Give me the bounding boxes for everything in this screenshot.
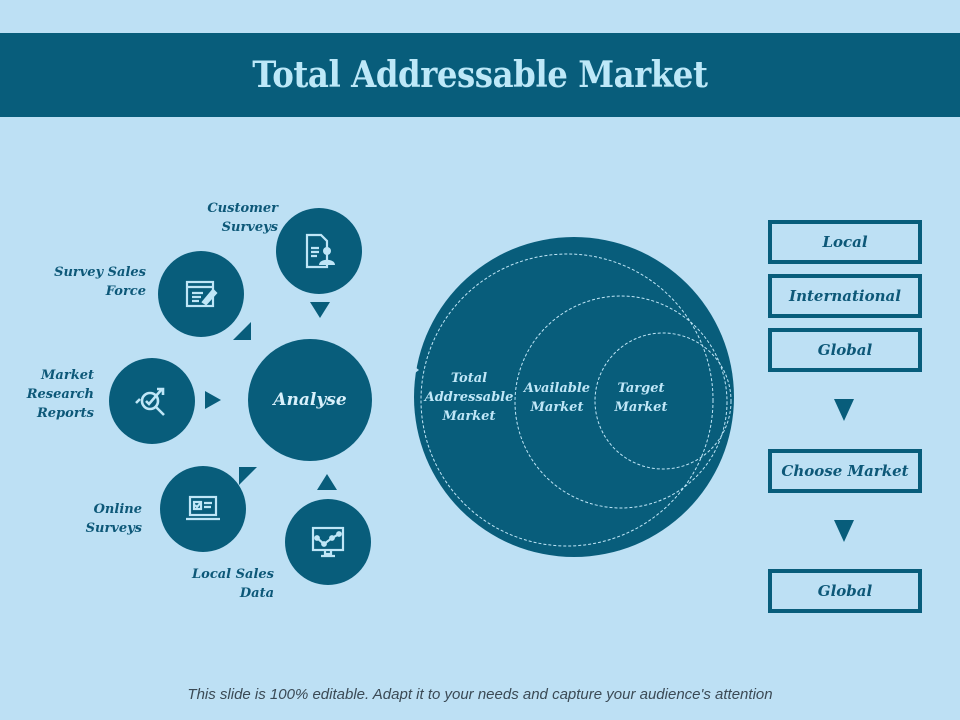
page-title: Total Addressable Market [252, 54, 708, 96]
survey-sales-force-circle [158, 251, 244, 337]
title-bar: Total Addressable Market [0, 33, 960, 117]
form-edit-icon [185, 280, 218, 308]
result-global-box: Global [768, 569, 922, 613]
monitor-chart-icon [311, 526, 345, 558]
customer-surveys-circle [276, 208, 362, 294]
som-label: Target Market [614, 381, 668, 415]
online-surveys-circle [160, 466, 246, 552]
footer-note: This slide is 100% editable. Adapt it to… [187, 686, 773, 703]
choose-market-box: Choose Market [768, 449, 922, 493]
option-global: Global [768, 328, 922, 372]
option-local: Local [768, 220, 922, 264]
arrow-right-icon [205, 391, 221, 409]
local-sales-data-label: Local Sales Data [192, 567, 274, 601]
tam-label: Total Addressable Market [424, 371, 514, 424]
arrow-down-icon [834, 520, 854, 542]
online-surveys-label: Online Surveys [85, 502, 142, 536]
analyse-hub: Analyse [248, 339, 372, 461]
customer-document-icon [305, 233, 335, 269]
option-international: International [768, 274, 922, 318]
analyse-label: Analyse [273, 390, 347, 410]
research-magnifier-icon [135, 387, 165, 416]
arrow-diagonal-icon [233, 322, 251, 340]
arrow-down-icon [834, 399, 854, 421]
laptop-checklist-icon [186, 495, 220, 521]
sam-label: Available Market [523, 381, 591, 415]
arrow-up-icon [317, 474, 337, 490]
market-research-reports-circle [109, 358, 195, 444]
market-size-diagram [411, 237, 734, 557]
customer-surveys-label: Customer Surveys [207, 201, 278, 235]
survey-sales-force-label: Survey Sales Force [54, 265, 146, 299]
arrow-diagonal-icon [239, 467, 257, 485]
local-sales-data-circle [285, 499, 371, 585]
market-research-reports-label: Market Research Reports [26, 368, 94, 421]
arrow-down-icon [310, 302, 330, 318]
